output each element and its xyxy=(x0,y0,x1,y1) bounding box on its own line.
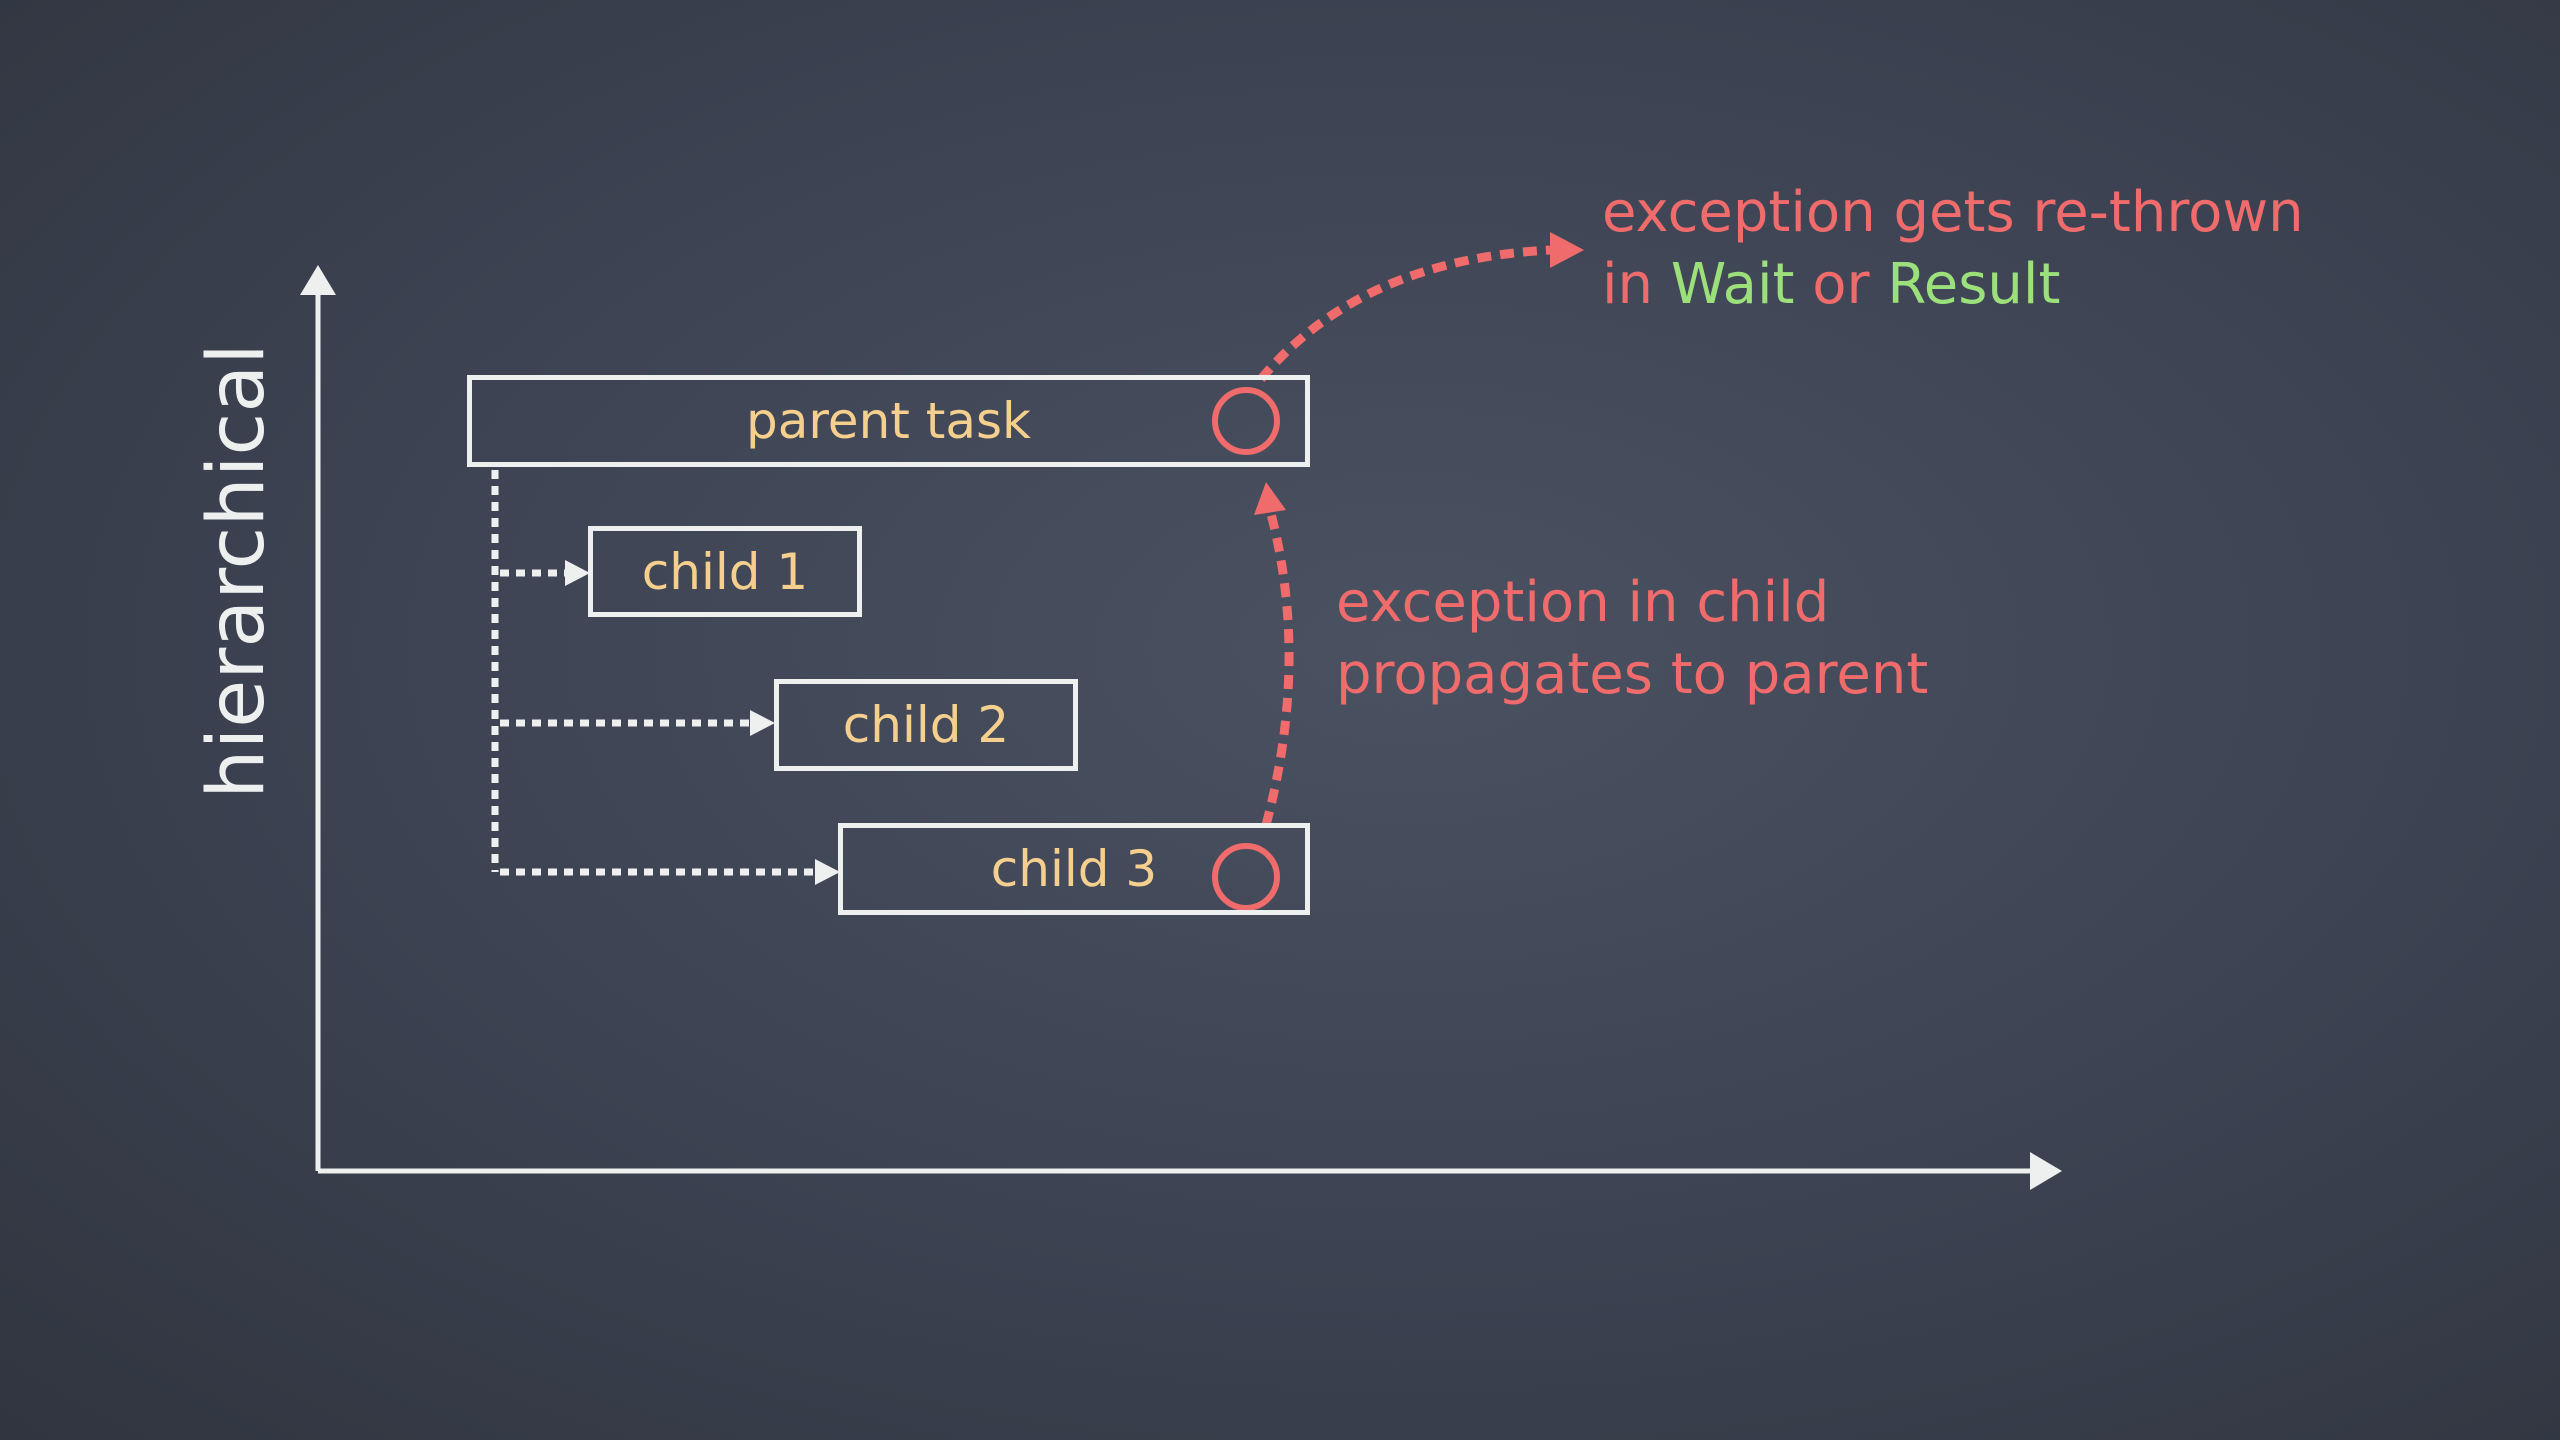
rethrow-arrow xyxy=(1257,232,1584,382)
exception-circles xyxy=(1212,387,1280,911)
rethrow-or: or xyxy=(1794,252,1888,317)
parent-task-box: parent task xyxy=(467,375,1310,467)
rethrow-in: in xyxy=(1602,252,1671,317)
propagate-annotation-line2: propagates to parent xyxy=(1336,642,1929,707)
y-axis-label: hierarchical xyxy=(192,343,282,799)
wait-method: Wait xyxy=(1670,252,1795,317)
result-property: Result xyxy=(1887,252,2061,317)
child-3-label: child 3 xyxy=(990,840,1158,898)
child-2-box: child 2 xyxy=(774,679,1078,771)
child-1-label: child 1 xyxy=(641,542,809,601)
child-1-box: child 1 xyxy=(588,526,862,617)
propagate-arrow xyxy=(1254,482,1294,827)
rethrow-annotation-line2: in Wait or Result xyxy=(1602,257,2060,313)
spawn-arrowheads xyxy=(565,560,840,885)
parent-task-label: parent task xyxy=(745,392,1032,450)
x-axis xyxy=(318,1152,2062,1190)
propagate-annotation-line1: exception in child xyxy=(1336,570,1830,635)
rethrow-annotation-line1: exception gets re-thrown xyxy=(1602,180,2304,245)
spawn-connectors xyxy=(491,470,815,876)
y-axis xyxy=(300,265,336,1171)
child-3-box: child 3 xyxy=(838,823,1310,915)
child-2-label: child 2 xyxy=(842,696,1010,754)
